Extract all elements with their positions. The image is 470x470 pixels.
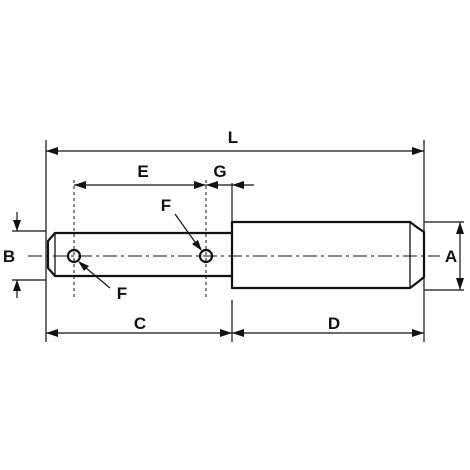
- dimension-G: G: [206, 162, 254, 189]
- label-L: L: [228, 128, 238, 147]
- label-D: D: [328, 314, 340, 333]
- pin-body: [46, 220, 426, 290]
- label-F-top: F: [161, 196, 171, 215]
- dimension-B: B: [3, 212, 21, 298]
- label-B: B: [3, 247, 15, 266]
- dimension-E: E: [74, 162, 206, 189]
- pin-small-shaft: [46, 231, 232, 278]
- dimension-D: D: [232, 314, 424, 337]
- label-F-bottom: F: [117, 284, 127, 303]
- extension-lines: [12, 140, 464, 342]
- leader-F-top: F: [161, 196, 202, 251]
- label-E: E: [137, 162, 148, 181]
- leader-F-bottom: F: [78, 261, 127, 303]
- label-A: A: [445, 247, 457, 266]
- dimension-C: C: [46, 314, 232, 337]
- dimension-A: A: [445, 222, 464, 290]
- dimension-L: L: [46, 128, 424, 155]
- label-C: C: [134, 314, 146, 333]
- label-G: G: [213, 162, 226, 181]
- pin-large-shaft: [230, 220, 426, 290]
